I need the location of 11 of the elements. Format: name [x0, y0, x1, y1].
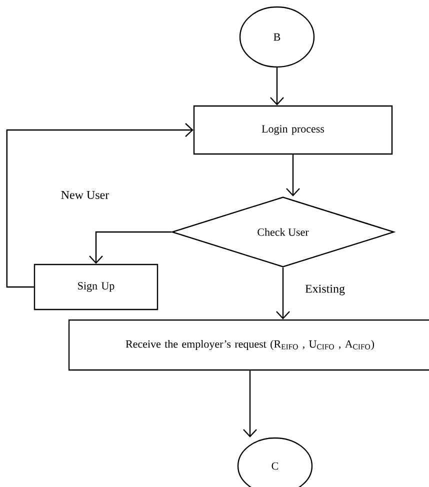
- arrow: [286, 154, 300, 196]
- process-box: Receive the employer’s request (R$_{EIFO}$ , U$_{CIFO}$ , A$_{CIFO}$): [68, 319, 429, 371]
- arrow: [243, 370, 257, 438]
- process-box: Login process: [193, 105, 393, 155]
- arrow: [276, 268, 290, 320]
- arrow: [6, 123, 194, 288]
- edge-label: New User: [60, 190, 110, 200]
- arrow: [89, 231, 172, 264]
- edge-label: Existing: [304, 284, 346, 296]
- arrow: [270, 68, 284, 106]
- process-box: Sign Up: [34, 264, 158, 310]
